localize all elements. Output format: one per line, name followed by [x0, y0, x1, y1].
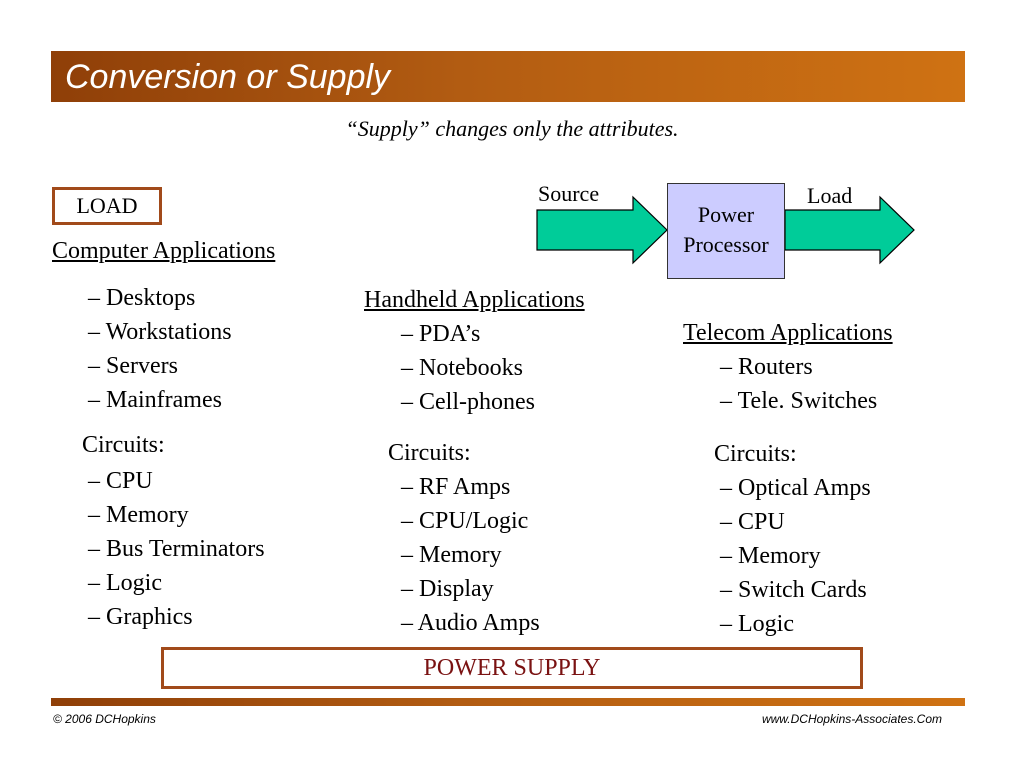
list-item: – RF Amps — [401, 474, 511, 500]
list-item: – Graphics — [88, 604, 193, 630]
list-item: – CPU/Logic — [401, 508, 529, 534]
handheld-circuits-label: Circuits: — [388, 440, 471, 466]
list-item: – PDA’s — [401, 321, 481, 347]
computer-circuits-list: – CPU – Memory – Bus Terminators – Logic… — [88, 464, 265, 634]
footer-website: www.DCHopkins-Associates.Com — [761, 712, 942, 726]
list-item: – Workstations — [88, 319, 232, 345]
list-item: – Memory — [88, 502, 189, 528]
source-label: Source — [538, 181, 600, 206]
computer-circuits-label: Circuits: — [82, 432, 165, 458]
arrows-svg — [536, 195, 915, 265]
power-processor-line2: Processor — [683, 232, 769, 257]
load-output-label: Load — [807, 183, 853, 208]
list-item: – Cell-phones — [401, 389, 535, 415]
load-arrow-icon — [784, 195, 915, 265]
telecom-circuits-label: Circuits: — [714, 441, 797, 467]
slide-title: Conversion or Supply — [65, 58, 391, 96]
telecom-applications-heading: Telecom Applications — [683, 320, 893, 346]
list-item: – CPU — [88, 468, 153, 494]
handheld-applications-list: – PDA’s – Notebooks – Cell-phones — [401, 317, 535, 419]
footer-copyright: © 2006 DCHopkins — [53, 712, 156, 726]
list-item: – Display — [401, 576, 494, 602]
list-item: – Logic — [720, 611, 794, 637]
list-item: – Mainframes — [88, 387, 222, 413]
telecom-circuits-list: – Optical Amps – CPU – Memory – Switch C… — [720, 471, 871, 641]
title-bar: Conversion or Supply — [51, 51, 965, 102]
handheld-circuits-list: – RF Amps – CPU/Logic – Memory – Display… — [401, 470, 540, 640]
power-processor-box: Power Processor — [667, 183, 785, 279]
source-arrow-icon — [536, 195, 668, 265]
load-label-box: LOAD — [52, 187, 162, 225]
list-item: – Servers — [88, 353, 178, 379]
power-processor-line1: Power — [697, 202, 755, 227]
list-item: – Switch Cards — [720, 577, 867, 603]
power-supply-box: POWER SUPPLY — [161, 647, 863, 689]
list-item: – Audio Amps — [401, 610, 540, 636]
list-item: – Logic — [88, 570, 162, 596]
list-item: – Optical Amps — [720, 475, 871, 501]
telecom-applications-list: – Routers – Tele. Switches — [720, 350, 877, 418]
handheld-applications-heading: Handheld Applications — [364, 287, 585, 313]
slide-subtitle: “Supply” changes only the attributes. — [345, 116, 679, 141]
list-item: – Routers — [720, 354, 813, 380]
list-item: – CPU — [720, 509, 785, 535]
list-item: – Tele. Switches — [720, 388, 878, 414]
footer-bar — [51, 698, 965, 706]
list-item: – Notebooks — [401, 355, 523, 381]
list-item: – Memory — [720, 543, 821, 569]
list-item: – Bus Terminators — [88, 536, 265, 562]
computer-applications-heading: Computer Applications — [52, 238, 276, 264]
list-item: – Desktops — [88, 285, 196, 311]
list-item: – Memory — [401, 542, 502, 568]
computer-applications-list: – Desktops – Workstations – Servers – Ma… — [88, 281, 232, 417]
power-processor-diagram: Source Load Power Processor — [520, 175, 940, 285]
